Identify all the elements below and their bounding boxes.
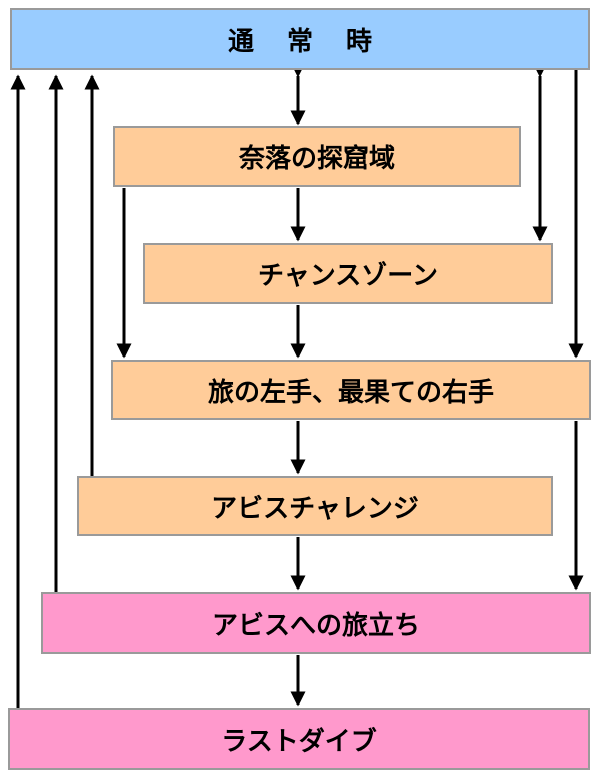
node-normal: 通 常 時 bbox=[10, 8, 590, 70]
node-abyss-challenge-label: アビスチャレンジ bbox=[211, 493, 419, 524]
node-abyss-challenge: アビスチャレンジ bbox=[77, 476, 553, 536]
node-naraku-label: 奈落の探窟域 bbox=[238, 144, 395, 174]
node-abyss-journey: アビスへの旅立ち bbox=[41, 592, 591, 654]
node-chance-label: チャンスゾーン bbox=[258, 261, 438, 291]
node-normal-label: 通 常 時 bbox=[227, 26, 385, 57]
node-naraku: 奈落の探窟域 bbox=[113, 126, 521, 187]
node-abyss-journey-label: アビスへの旅立ち bbox=[211, 610, 420, 641]
node-chance: チャンスゾーン bbox=[143, 243, 553, 304]
node-last-dive-label: ラストダイブ bbox=[221, 726, 377, 757]
node-last-dive: ラストダイブ bbox=[8, 708, 590, 770]
node-tabi-left-label: 旅の左手、最果ての右手 bbox=[207, 377, 494, 408]
node-tabi-left: 旅の左手、最果ての右手 bbox=[111, 360, 591, 420]
